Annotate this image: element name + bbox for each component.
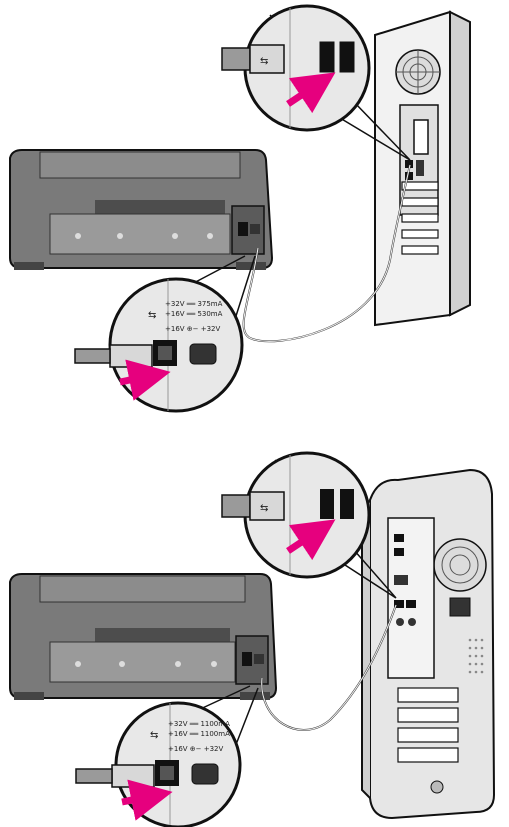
printer-rear (10, 574, 276, 700)
computer-port-callout: ⇆ (222, 453, 369, 577)
fan-grille-icon (396, 50, 440, 94)
panel-mac: ⇆ +32V ══ 1100mA +16V ══ 1100mA +16V ⊕− … (10, 453, 494, 827)
power-rating-label: +16V ⊕− +32V (168, 745, 224, 753)
mac-tower (362, 470, 494, 818)
printer-port-callout: +32V ══ 375mA +16V ══ 530mA +16V ⊕− +32V… (75, 279, 242, 411)
power-rating-label: +16V ⊕− +32V (165, 325, 221, 333)
pc-tower (375, 12, 470, 325)
power-rating-label: +16V ══ 1100mA (168, 730, 230, 738)
printer-rear (10, 150, 272, 270)
power-rating-label: +16V ══ 530mA (165, 310, 223, 318)
usb-icon: ⇆ (260, 56, 268, 67)
panel-pc: ⇆ +32V ══ 375mA +16V ══ 530mA +16V ⊕− +3… (10, 6, 470, 411)
printer-port-callout: +32V ══ 1100mA +16V ══ 1100mA +16V ⊕− +3… (76, 703, 240, 827)
usb-icon: ⇆ (260, 503, 268, 514)
power-rating-label: +32V ══ 1100mA (168, 720, 230, 728)
usb-icon: ⇆ (148, 310, 156, 321)
fan-grille-icon (434, 539, 486, 591)
computer-port-callout: ⇆ (222, 6, 369, 130)
power-rating-label: +32V ══ 375mA (165, 300, 223, 308)
usb-icon: ⇆ (150, 730, 158, 741)
